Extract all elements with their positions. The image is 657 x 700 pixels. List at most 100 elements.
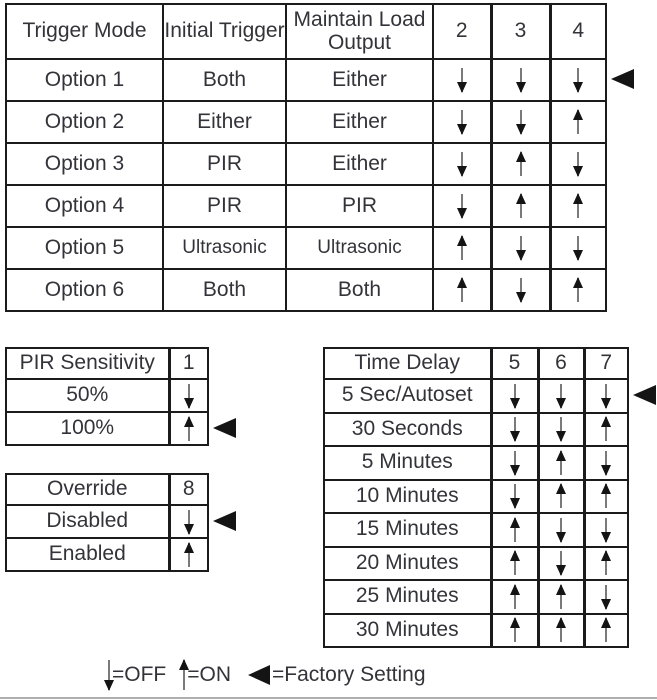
override-table-header-row: Override 8 bbox=[5, 473, 209, 506]
switch-cell bbox=[167, 411, 209, 446]
switch-cell bbox=[536, 512, 585, 548]
bottom-divider bbox=[0, 697, 657, 699]
switch-cell bbox=[489, 184, 551, 228]
pir-table-header-row: PIR Sensitivity 1 bbox=[5, 347, 209, 380]
switch-cell bbox=[489, 612, 539, 648]
switch-cell bbox=[548, 184, 607, 228]
switch-arrow-icon bbox=[605, 618, 608, 643]
switch-arrow-icon bbox=[605, 484, 608, 509]
switch-cell bbox=[167, 378, 209, 413]
switch-arrow-icon bbox=[605, 517, 608, 542]
switch-arrow-icon bbox=[519, 236, 522, 260]
switch-arrow-icon bbox=[460, 194, 463, 218]
col-header-switch-6: 6 bbox=[536, 347, 585, 380]
col-header-switch-1: 1 bbox=[167, 347, 209, 380]
sensitivity-label: 100% bbox=[5, 411, 170, 446]
override-title: Override bbox=[5, 473, 170, 506]
switch-arrow-icon bbox=[513, 584, 516, 609]
col-header-switch-4: 4 bbox=[548, 3, 607, 60]
time-delay-table: Time Delay 5 6 7 5 Sec/Autoset 30 Second… bbox=[323, 347, 629, 648]
delay-label: 30 Minutes bbox=[323, 612, 492, 648]
switch-cell bbox=[432, 100, 492, 144]
col-header-trigger-mode: Trigger Mode bbox=[5, 3, 164, 60]
switch-arrow-icon bbox=[605, 551, 608, 576]
switch-cell bbox=[582, 478, 629, 514]
switch-arrow-icon bbox=[187, 509, 190, 534]
switch-arrow-icon bbox=[560, 484, 562, 509]
switch-arrow-icon bbox=[577, 194, 580, 218]
delay-label: 25 Minutes bbox=[323, 579, 492, 615]
delay-label: 30 Seconds bbox=[323, 411, 492, 447]
switch-cell bbox=[489, 478, 539, 514]
switch-arrow-icon bbox=[560, 450, 562, 475]
switch-arrow-icon bbox=[513, 517, 516, 542]
switch-cell bbox=[548, 226, 607, 270]
switch-cell bbox=[582, 445, 629, 481]
down-arrow-icon bbox=[108, 660, 110, 690]
switch-cell bbox=[432, 142, 492, 186]
switch-cell bbox=[432, 184, 492, 228]
switch-arrow-icon bbox=[519, 194, 522, 218]
switch-arrow-icon bbox=[513, 417, 516, 442]
initial-trigger-value: Both bbox=[162, 268, 287, 312]
switch-cell bbox=[582, 579, 629, 615]
override-table: Override 8 Disabled Enabled bbox=[5, 473, 209, 572]
switch-cell bbox=[167, 504, 209, 539]
switch-cell bbox=[536, 411, 585, 447]
maintain-output-value: PIR bbox=[285, 184, 434, 228]
switch-arrow-icon bbox=[560, 584, 562, 609]
col-header-switch-3: 3 bbox=[489, 3, 551, 60]
table-row: Disabled bbox=[5, 504, 209, 539]
option-label: Option 3 bbox=[5, 142, 164, 186]
switch-arrow-icon bbox=[460, 110, 463, 134]
switch-cell bbox=[582, 378, 629, 414]
switch-arrow-icon bbox=[513, 484, 516, 509]
switch-cell bbox=[432, 226, 492, 270]
switch-arrow-icon bbox=[605, 450, 608, 475]
switch-cell bbox=[536, 612, 585, 648]
legend-on: =ON bbox=[183, 660, 231, 690]
switch-arrow-icon bbox=[560, 517, 562, 542]
switch-cell bbox=[548, 100, 607, 144]
factory-setting-marker-icon bbox=[248, 665, 271, 685]
switch-arrow-icon bbox=[605, 417, 608, 442]
table-row: 30 Minutes bbox=[323, 612, 629, 648]
switch-cell bbox=[536, 579, 585, 615]
factory-setting-marker-icon bbox=[611, 69, 634, 89]
factory-setting-marker-icon bbox=[213, 511, 236, 531]
trigger-table-header-row: Trigger Mode Initial Trigger Maintain Lo… bbox=[5, 3, 607, 60]
maintain-output-value: Both bbox=[285, 268, 434, 312]
switch-arrow-icon bbox=[560, 417, 562, 442]
table-row: Option 5 Ultrasonic Ultrasonic bbox=[5, 226, 607, 270]
switch-arrow-icon bbox=[560, 551, 562, 576]
switch-arrow-icon bbox=[577, 110, 580, 134]
switch-cell bbox=[582, 612, 629, 648]
switch-arrow-icon bbox=[560, 383, 562, 408]
maintain-output-value: Either bbox=[285, 100, 434, 144]
switch-arrow-icon bbox=[513, 551, 516, 576]
switch-arrow-icon bbox=[460, 68, 463, 92]
initial-trigger-value: PIR bbox=[162, 184, 287, 228]
switch-cell bbox=[489, 545, 539, 581]
switch-cell bbox=[167, 537, 209, 572]
option-label: Option 2 bbox=[5, 100, 164, 144]
col-header-switch-7: 7 bbox=[582, 347, 629, 380]
legend: =OFF =ON =Factory Setting bbox=[108, 656, 508, 694]
table-row: 30 Seconds bbox=[323, 411, 629, 447]
table-row: Option 3 PIR Either bbox=[5, 142, 607, 186]
legend-off-label: =OFF bbox=[112, 663, 167, 686]
initial-trigger-value: Both bbox=[162, 58, 287, 102]
delay-label: 5 Minutes bbox=[323, 445, 492, 481]
switch-arrow-icon bbox=[519, 278, 522, 302]
switch-arrow-icon bbox=[460, 236, 463, 260]
legend-off: =OFF bbox=[108, 660, 166, 690]
switch-arrow-icon bbox=[577, 68, 580, 92]
switch-cell bbox=[489, 58, 551, 102]
table-row: 100% bbox=[5, 411, 209, 446]
pir-sensitivity-title: PIR Sensitivity bbox=[5, 347, 170, 380]
table-row: 20 Minutes bbox=[323, 545, 629, 581]
switch-cell bbox=[489, 142, 551, 186]
table-row: Option 4 PIR PIR bbox=[5, 184, 607, 228]
col-header-switch-5: 5 bbox=[489, 347, 539, 380]
